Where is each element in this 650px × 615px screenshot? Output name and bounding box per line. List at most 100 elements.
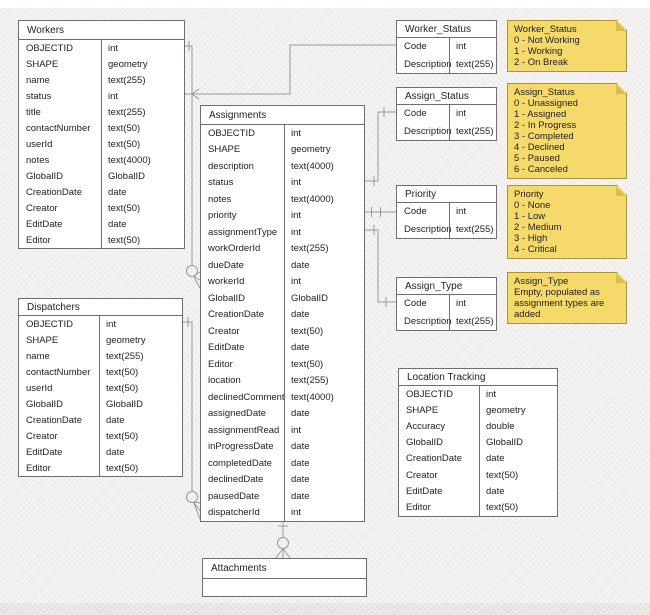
- edge-assignments-priority[interactable]: [365, 207, 396, 217]
- field-row: SHAPE geometry: [19, 332, 182, 348]
- field-type: int: [449, 295, 496, 313]
- field-name: Creator: [406, 469, 438, 481]
- field-type: geometry: [99, 332, 182, 348]
- field-name: name: [26, 74, 50, 86]
- edge-assignments-attachments[interactable]: [275, 519, 291, 559]
- field-type: text(255): [101, 104, 184, 120]
- field-name: SHAPE: [208, 144, 241, 156]
- field-name: assignmentType: [208, 226, 278, 238]
- entity-title: Attachments: [203, 559, 366, 579]
- field-name: assignmentRead: [208, 424, 280, 436]
- field-name: CreationDate: [208, 309, 264, 321]
- field-type: GlobalID: [479, 434, 557, 451]
- field-name: Editor: [26, 462, 51, 474]
- note-line: 2 - Medium: [514, 222, 562, 233]
- sticky-note-assign-type[interactable]: Assign_Type Empty, populated as assignme…: [507, 272, 627, 324]
- field-name: SHAPE: [26, 334, 59, 346]
- note-line: 3 - Completed: [514, 131, 574, 142]
- field-type: int: [449, 203, 496, 221]
- field-type: text(50): [101, 200, 184, 216]
- field-name: completedDate: [208, 457, 272, 469]
- edge-workers-workerstatus[interactable]: [185, 44, 396, 100]
- field-type: text(255): [284, 372, 364, 389]
- field-name: Code: [404, 108, 427, 120]
- field-type: text(4000): [284, 389, 364, 406]
- note-line: 2 - In Progress: [514, 120, 577, 131]
- field-name: Description: [404, 58, 452, 70]
- field-name: contactNumber: [26, 366, 91, 378]
- field-type: date: [101, 216, 184, 232]
- field-name: SHAPE: [406, 404, 439, 416]
- field-type: date: [99, 412, 182, 428]
- edge-workers-assignments[interactable]: [185, 41, 201, 289]
- field-row: contactNumber text(50): [19, 120, 184, 136]
- field-name: location: [208, 375, 241, 387]
- field-row: SHAPE geometry: [19, 56, 184, 72]
- note-line: 4 - Critical: [514, 244, 557, 255]
- field-type: text(50): [101, 120, 184, 136]
- field-type: int: [449, 105, 496, 123]
- field-row: OBJECTID int: [19, 316, 182, 332]
- field-name: dispatcherId: [208, 507, 260, 519]
- entity-table-attachments[interactable]: Attachments: [202, 558, 367, 597]
- field-name: declinedDate: [208, 474, 264, 486]
- field-type: text(50): [284, 323, 364, 340]
- canvas-bottom-margin: [0, 603, 650, 615]
- field-type: date: [101, 184, 184, 200]
- field-type: geometry: [101, 56, 184, 72]
- field-type: date: [284, 438, 364, 455]
- note-fold-icon: [616, 84, 626, 94]
- edge-dispatchers-assignments[interactable]: [183, 317, 201, 520]
- field-type: text(255): [449, 55, 496, 73]
- field-name: Code: [404, 206, 427, 218]
- field-type: text(255): [101, 72, 184, 88]
- field-type: date: [284, 257, 364, 274]
- edge-assignments-assignstatus[interactable]: [365, 107, 396, 186]
- note-fold-icon: [616, 273, 626, 283]
- field-type: int: [101, 88, 184, 104]
- field-name: SHAPE: [26, 58, 59, 70]
- field-type: int: [479, 386, 557, 403]
- field-type: text(50): [101, 232, 184, 248]
- field-name: GlobalID: [208, 292, 245, 304]
- field-type: int: [99, 316, 182, 332]
- field-type: GlobalID: [284, 290, 364, 307]
- field-name: CreationDate: [26, 186, 82, 198]
- field-name: contactNumber: [26, 122, 91, 134]
- field-name: OBJECTID: [26, 318, 73, 330]
- edge-assignments-assigntype[interactable]: [365, 225, 396, 307]
- field-name: Description: [404, 125, 452, 137]
